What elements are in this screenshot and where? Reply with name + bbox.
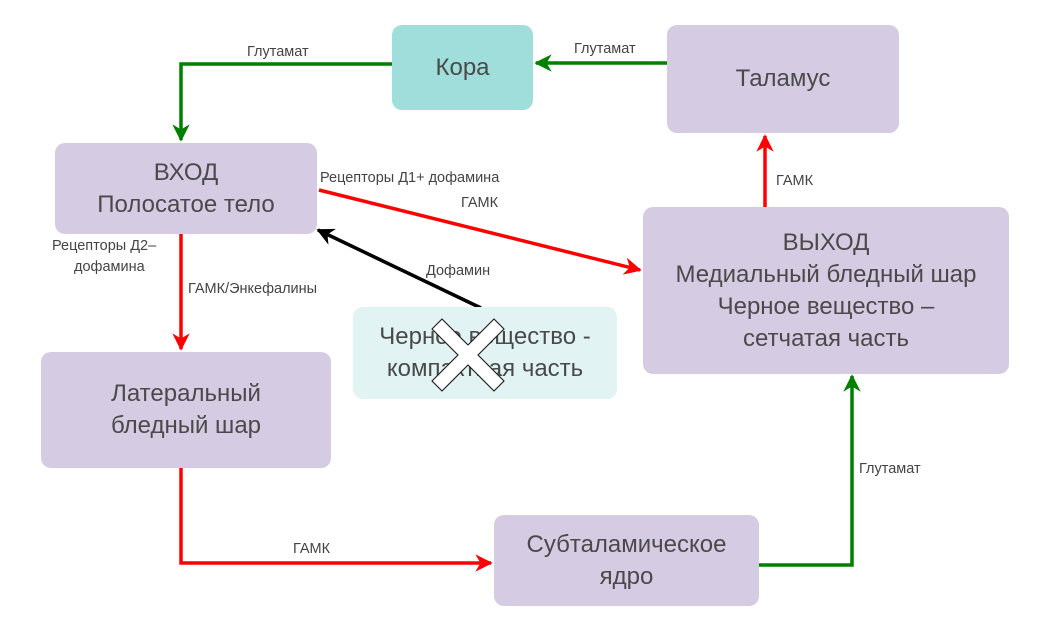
edge-stn-to-output — [758, 374, 861, 567]
label-d1-receptors: Рецепторы Д1+ дофамина — [320, 170, 500, 186]
label-input-to-lateral: ГАМК/Энкефалины — [188, 281, 318, 297]
label-output-to-thalamus: ГАМК — [776, 173, 814, 189]
node-output-line-2: Медиальный бледный шар — [675, 260, 977, 288]
node-snc-line-1: Черное вещество - — [379, 323, 591, 350]
node-cortex[interactable]: Кора — [392, 25, 533, 110]
edge-input-to-output — [318, 188, 642, 275]
node-lateral-line-1: Латеральный — [111, 380, 261, 407]
node-stn-line-2: ядро — [599, 562, 654, 590]
node-output-line-4: сетчатая часть — [743, 324, 909, 352]
node-output-line-3: Черное вещество – — [717, 292, 935, 320]
label-input-to-output: ГАМК — [461, 195, 499, 211]
label-thalamus-to-cortex: Глутамат — [574, 41, 636, 57]
label-d2-receptors-line-2: дофамина — [74, 259, 145, 275]
node-output-line-1: ВЫХОД — [782, 228, 870, 256]
label-snc-to-input: Дофамин — [426, 263, 491, 279]
node-subthalamic-nucleus[interactable]: Субталамическое ядро — [494, 515, 759, 606]
label-lateral-to-stn: ГАМК — [293, 541, 331, 557]
node-input-striatum[interactable]: ВХОД Полосатое тело — [55, 143, 317, 234]
node-substantia-nigra-compacta[interactable]: Черное вещество - компактная часть — [353, 307, 617, 399]
label-stn-to-output: Глутамат — [859, 461, 921, 477]
label-d2-receptors-line-1: Рецепторы Д2– — [52, 238, 157, 254]
node-thalamus-label: Таламус — [735, 65, 831, 92]
node-output[interactable]: ВЫХОД Медиальный бледный шар Черное веще… — [643, 207, 1009, 374]
node-stn-line-1: Субталамическое — [526, 530, 727, 558]
node-lateral-line-2: бледный шар — [110, 412, 262, 439]
edge-snc-to-input — [316, 228, 482, 310]
node-snc-line-2: компактная часть — [386, 355, 584, 382]
node-lateral-globus-pallidus[interactable]: Латеральный бледный шар — [41, 352, 331, 468]
edge-cortex-to-input — [172, 62, 392, 142]
node-input-line-2: Полосатое тело — [97, 190, 275, 218]
node-thalamus[interactable]: Таламус — [667, 25, 899, 133]
node-cortex-label: Кора — [435, 53, 490, 81]
label-cortex-to-input: Глутамат — [247, 44, 309, 60]
edge-lateral-to-stn — [179, 467, 493, 572]
node-input-line-1: ВХОД — [153, 158, 219, 186]
